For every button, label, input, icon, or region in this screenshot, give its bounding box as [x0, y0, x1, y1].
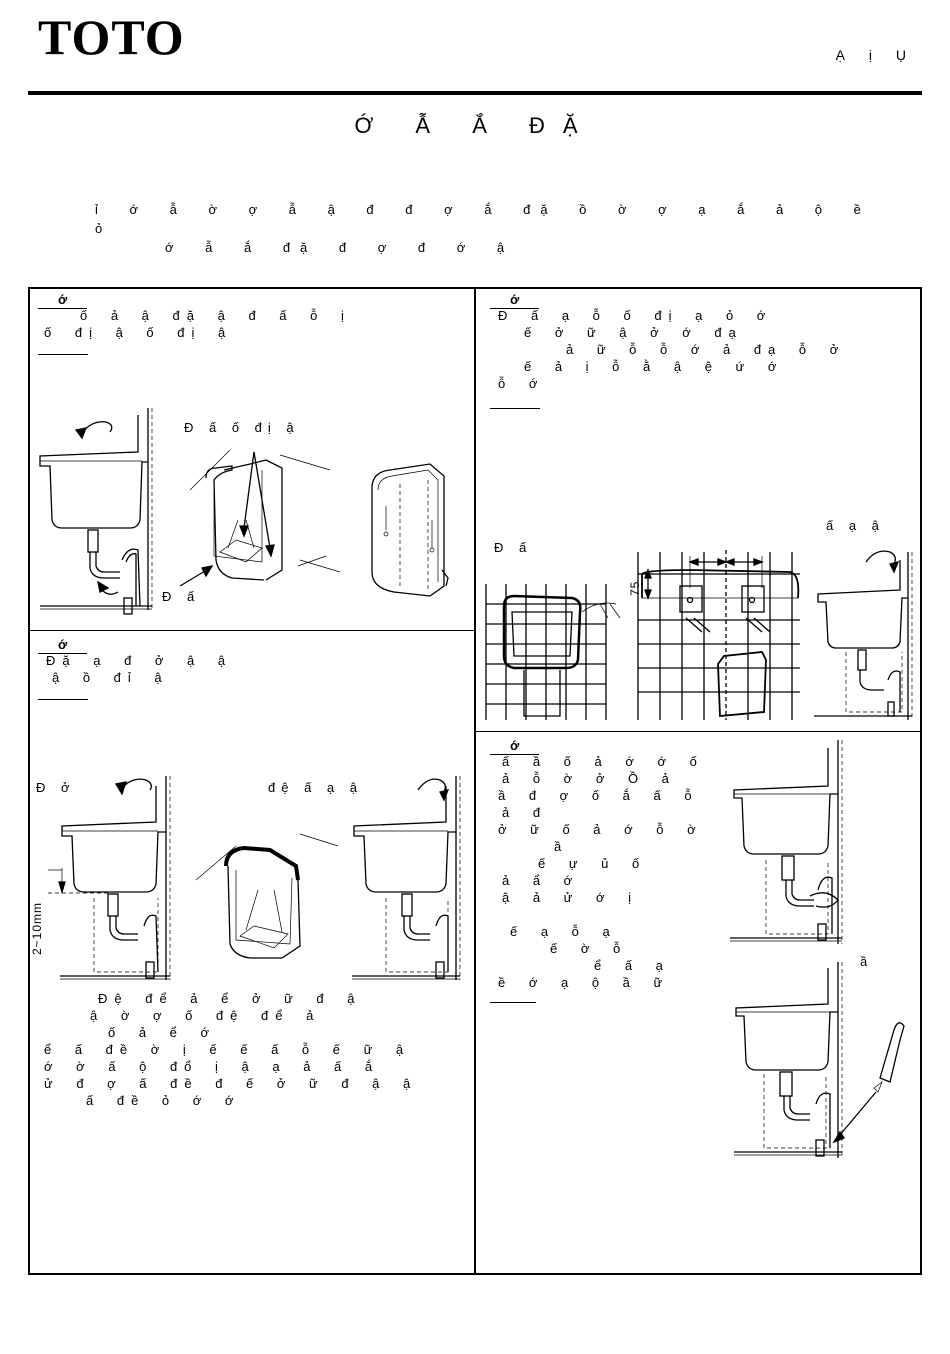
step-4-line-11: ế ạ ỗ ạ [510, 924, 617, 939]
step-2-para-line-6: ử đ ợ ấ đề đ ế ở ữ đ ậ ậ [44, 1076, 418, 1091]
step-4-line-14: ề ớ ạ ộ ầ ữ [498, 975, 670, 990]
step-3-line-1: Đ ấ ạ ỗ ố đị ạ ỏ ớ [498, 308, 773, 323]
step-4-line-7: ế ự ủ ố [538, 856, 647, 871]
step-4-line-3: ầ đ ợ ố ắ ấ ỗ [498, 788, 699, 803]
step-1-underline [38, 354, 88, 355]
step-2-para-line-4: ể ấ đề ờ ị ế ế ấ ỗ ế ữ ậ [44, 1042, 411, 1057]
step-4-underline [490, 1002, 536, 1003]
toto-logo: TOTO [38, 9, 185, 65]
step-3-line-4: ế ả ị ỗ ằ ậ ệ ứ ớ [524, 359, 784, 374]
step-4-line-1: ấ ầ ố ả ớ ớ ố [502, 754, 704, 769]
step-4-line-5: ở ữ ố ả ớ ỗ ờ [498, 822, 703, 837]
step-1-line-2: ố đị ậ ố đị ậ [44, 325, 233, 340]
step-2-para-line-1: Đệ để ả ể ở ữ đ ậ [98, 991, 362, 1006]
step-4-line-2: ả ỗ ờ ở Ồ ả [502, 771, 676, 786]
section-divider-right [475, 731, 922, 732]
header-rule [28, 91, 922, 95]
section-divider-left [28, 630, 475, 631]
step-4-line-13: ể ấ ạ [594, 958, 670, 973]
document-type-label: Ạ ị Ụ [835, 47, 916, 63]
step-3-underline [490, 408, 540, 409]
step-2-para-line-7: ấ đề ỏ ớ ớ [86, 1093, 241, 1108]
step-4-line-8: ả ẩ ớ [502, 873, 580, 888]
step-2-para-line-3: ố ả ể ớ [108, 1025, 217, 1040]
step-4-line-9: ậ ả ử ớ ị [502, 890, 639, 905]
step-3-label: ớ [490, 292, 540, 309]
step-4-side-note: ầ [860, 954, 874, 969]
step-2-caption-left: Đ ở [36, 780, 76, 795]
step-1-line-1: ố ả ậ đặ ậ đ ấ ỗ ị [80, 308, 351, 323]
step-2-paragraph: Đệ để ả ể ở ữ đ ậ ậ ờ ợ ố đệ để ả ố ả ể … [44, 990, 464, 1109]
intro-paragraph: ỉ ớ ẫ ờ ợ ẫ ậ đ đ ợ ắ đặ ồ ờ ợ ạ ắ ả ộ ề… [95, 200, 895, 257]
step-3-caption-right: ấ ạ ậ [826, 518, 885, 533]
step-2-para-line-2: ậ ờ ợ ố đệ để ả [90, 1008, 321, 1023]
step-3-line-5: ỗ ớ [498, 376, 545, 391]
step-1-caption-bottom: Đ ấ [162, 589, 201, 604]
step-2-caption-right: đệ ấ ạ ậ [268, 780, 363, 795]
intro-line-1: ỉ ớ ẫ ờ ợ ẫ ậ đ đ ợ ắ đặ ồ ờ ợ ạ ắ ả ộ ề… [95, 202, 871, 236]
step-4-line-6: ầ [554, 839, 569, 854]
step-3-text: Đ ấ ạ ỗ ố đị ạ ỏ ớ ế ở ữ ậ ở ớ đạ ả ữ ỗ … [498, 307, 913, 392]
step-3-line-2: ế ở ữ ậ ở ớ đạ [524, 325, 743, 340]
step-4-text: ấ ầ ố ả ớ ớ ố ả ỗ ờ ở Ồ ả ầ đ ợ ố ắ ấ ỗ … [498, 753, 728, 991]
step-2-para-line-5: ớ ờ ấ ộ đổ ị ậ ạ ả ấ ắ [44, 1059, 380, 1074]
step-4-line-4: ả đ [502, 805, 548, 820]
step-1-caption-top: Đ ấ ố đị ậ [184, 420, 300, 435]
intro-line-2: ớ ẫ ắ đặ đ ợ đ ớ ậ [165, 240, 515, 255]
column-divider [474, 287, 476, 1275]
step-3-line-3: ả ữ ỗ ỗ ớ ả đạ ỗ ở [566, 342, 846, 357]
step-2-label: ớ [38, 637, 88, 654]
step-2-underline [38, 699, 88, 700]
step-3-caption-left: Đ ấ [494, 540, 533, 555]
step-4-label: ớ [490, 738, 540, 755]
step-2-line-2: ậ ồ đỉ ậ [52, 670, 169, 685]
step-2-line-1: Đặ ạ đ ở ậ ậ [46, 653, 233, 668]
page-title: Ớ Ẫ Ắ ĐẶ [354, 113, 596, 138]
step-1-label: ớ [38, 292, 88, 309]
step-4-line-12: ế ờ ỗ [550, 941, 628, 956]
